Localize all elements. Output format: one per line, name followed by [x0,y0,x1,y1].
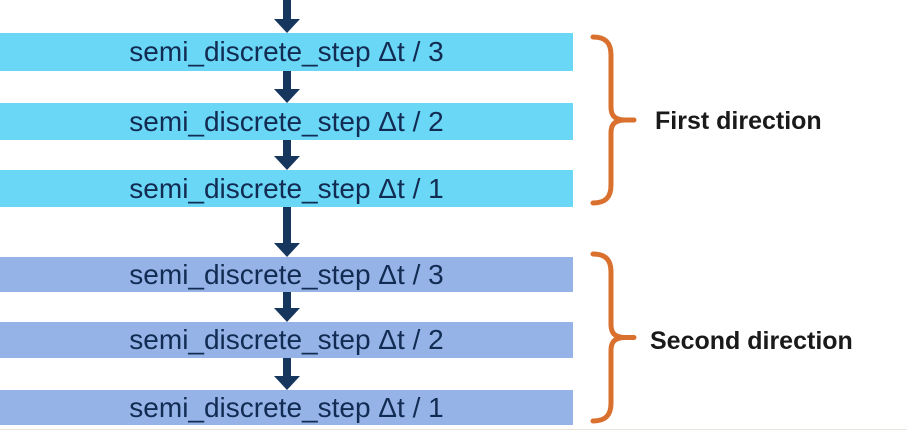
curly-brace-icon [586,250,638,425]
slide-edge-line [0,429,907,430]
down-arrow-icon [274,292,300,322]
arrow-shaft [283,71,291,89]
arrow-shaft [283,0,291,19]
down-arrow-icon [274,0,300,33]
arrow-head [274,308,300,322]
step-box-second-2: semi_discrete_step Δt / 2 [0,322,573,358]
first-direction-label: First direction [655,107,822,135]
step-box-first-2: semi_discrete_step Δt / 2 [0,103,573,140]
step-box-first-1: semi_discrete_step Δt / 1 [0,170,573,207]
down-arrow-icon [274,358,300,390]
arrow-shaft [283,207,291,243]
step-box-second-3: semi_discrete_step Δt / 3 [0,257,573,292]
arrow-shaft [283,292,291,308]
arrow-head [274,156,300,170]
arrow-head [274,376,300,390]
arrow-head [274,243,300,257]
arrow-shaft [283,140,291,156]
second-direction-label: Second direction [650,327,853,355]
down-arrow-icon [274,140,300,170]
step-box-second-1: semi_discrete_step Δt / 1 [0,390,573,425]
down-arrow-icon [274,207,300,257]
curly-brace-icon [586,33,638,207]
arrow-head [274,89,300,103]
arrow-shaft [283,358,291,376]
step-box-first-3: semi_discrete_step Δt / 3 [0,33,573,71]
arrow-head [274,19,300,33]
down-arrow-icon [274,71,300,103]
